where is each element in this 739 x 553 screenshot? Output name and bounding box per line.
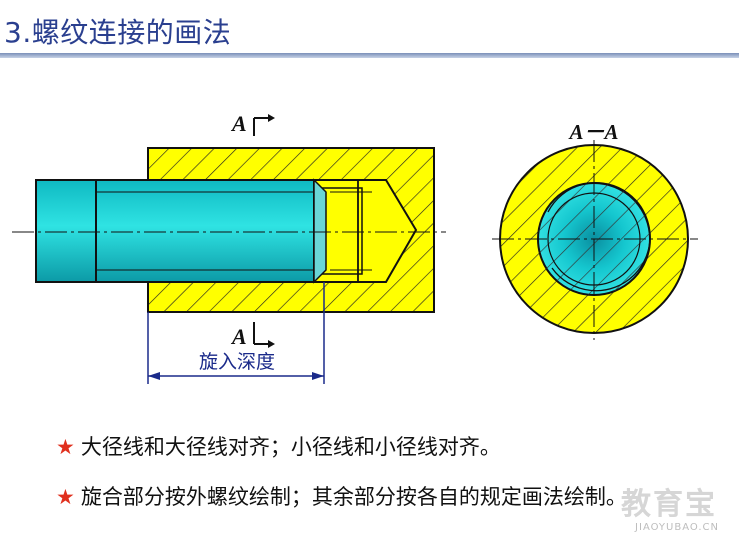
section-mark-bottom-label: A: [230, 324, 247, 349]
slide-title: 3.螺纹连接的画法: [4, 16, 232, 49]
bullet-text-1: 大径线和大径线对齐；小径线和小径线对齐。: [80, 435, 501, 459]
depth-dimension-label: 旋入深度: [199, 351, 275, 373]
bolt: [35, 178, 327, 284]
section-mark-bottom: [253, 322, 275, 348]
watermark-logo: 教育宝: [621, 487, 717, 522]
bullet-item-2: ★旋合部分按外螺纹绘制；其余部分按各自的规定画法绘制。: [56, 482, 676, 512]
star-icon: ★: [56, 435, 75, 459]
watermark-url: JIAOYUBAO.CN: [635, 522, 719, 533]
thread-connection-drawing: A A 旋入深度 A－A: [12, 111, 698, 384]
star-icon: ★: [56, 485, 75, 509]
section-view-aa: [492, 140, 698, 340]
section-mark-top-label: A: [230, 111, 247, 136]
depth-dimension: [147, 282, 325, 384]
bullet-text-2: 旋合部分按外螺纹绘制；其余部分按各自的规定画法绘制。: [80, 485, 627, 509]
bullet-item-1: ★大径线和大径线对齐；小径线和小径线对齐。: [56, 432, 501, 462]
title-underline: [0, 53, 739, 58]
section-view-label: A－A: [567, 120, 618, 144]
section-mark-top: [253, 114, 275, 136]
